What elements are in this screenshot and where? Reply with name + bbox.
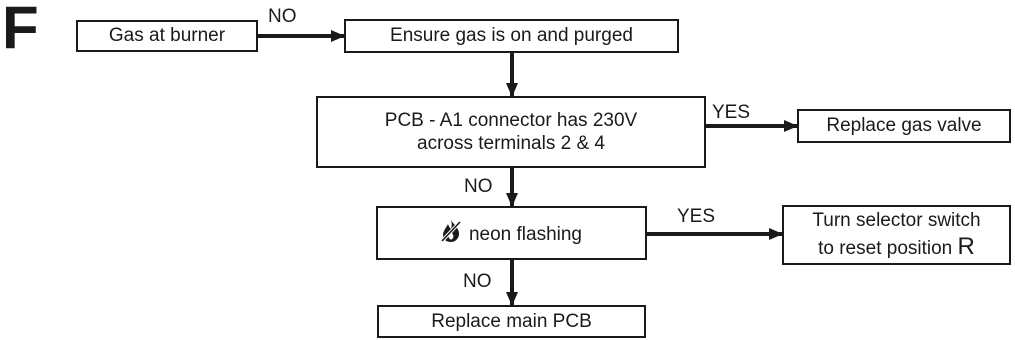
edge-label-neon-yes: YES (677, 206, 716, 227)
node-gas-at-burner-label: Gas at burner (108, 25, 226, 47)
node-pcb-a1-check: PCB - A1 connector has 230V across termi… (316, 96, 706, 168)
node-turn-selector: Turn selector switch to reset position R (782, 205, 1011, 265)
node-turn-selector-line1: Turn selector switch (812, 209, 981, 231)
node-replace-main-pcb: Replace main PCB (377, 305, 646, 338)
node-replace-gas-valve-label: Replace gas valve (826, 115, 982, 137)
flame-icon (440, 220, 461, 243)
reset-position-symbol: R (957, 232, 975, 260)
node-gas-at-burner: Gas at burner (76, 20, 258, 52)
node-ensure-gas: Ensure gas is on and purged (344, 19, 679, 53)
edge-label-neon-no: NO (463, 271, 492, 292)
section-letter: F (2, 0, 39, 61)
node-pcb-a1-line2: across terminals 2 & 4 (417, 133, 605, 154)
edge-label-pcb-no: NO (464, 176, 493, 197)
edge-label-gas-no: NO (268, 6, 297, 27)
node-neon-flashing-label: neon flashing (468, 224, 583, 246)
edge-label-pcb-yes: YES (712, 102, 751, 123)
node-replace-gas-valve: Replace gas valve (797, 109, 1011, 143)
node-neon-flashing: neon flashing (376, 206, 647, 260)
node-ensure-gas-label: Ensure gas is on and purged (390, 25, 633, 47)
node-replace-main-pcb-label: Replace main PCB (431, 310, 592, 332)
node-turn-selector-line2: to reset position (818, 237, 958, 259)
node-pcb-a1-line1: PCB - A1 connector has 230V (384, 109, 638, 131)
